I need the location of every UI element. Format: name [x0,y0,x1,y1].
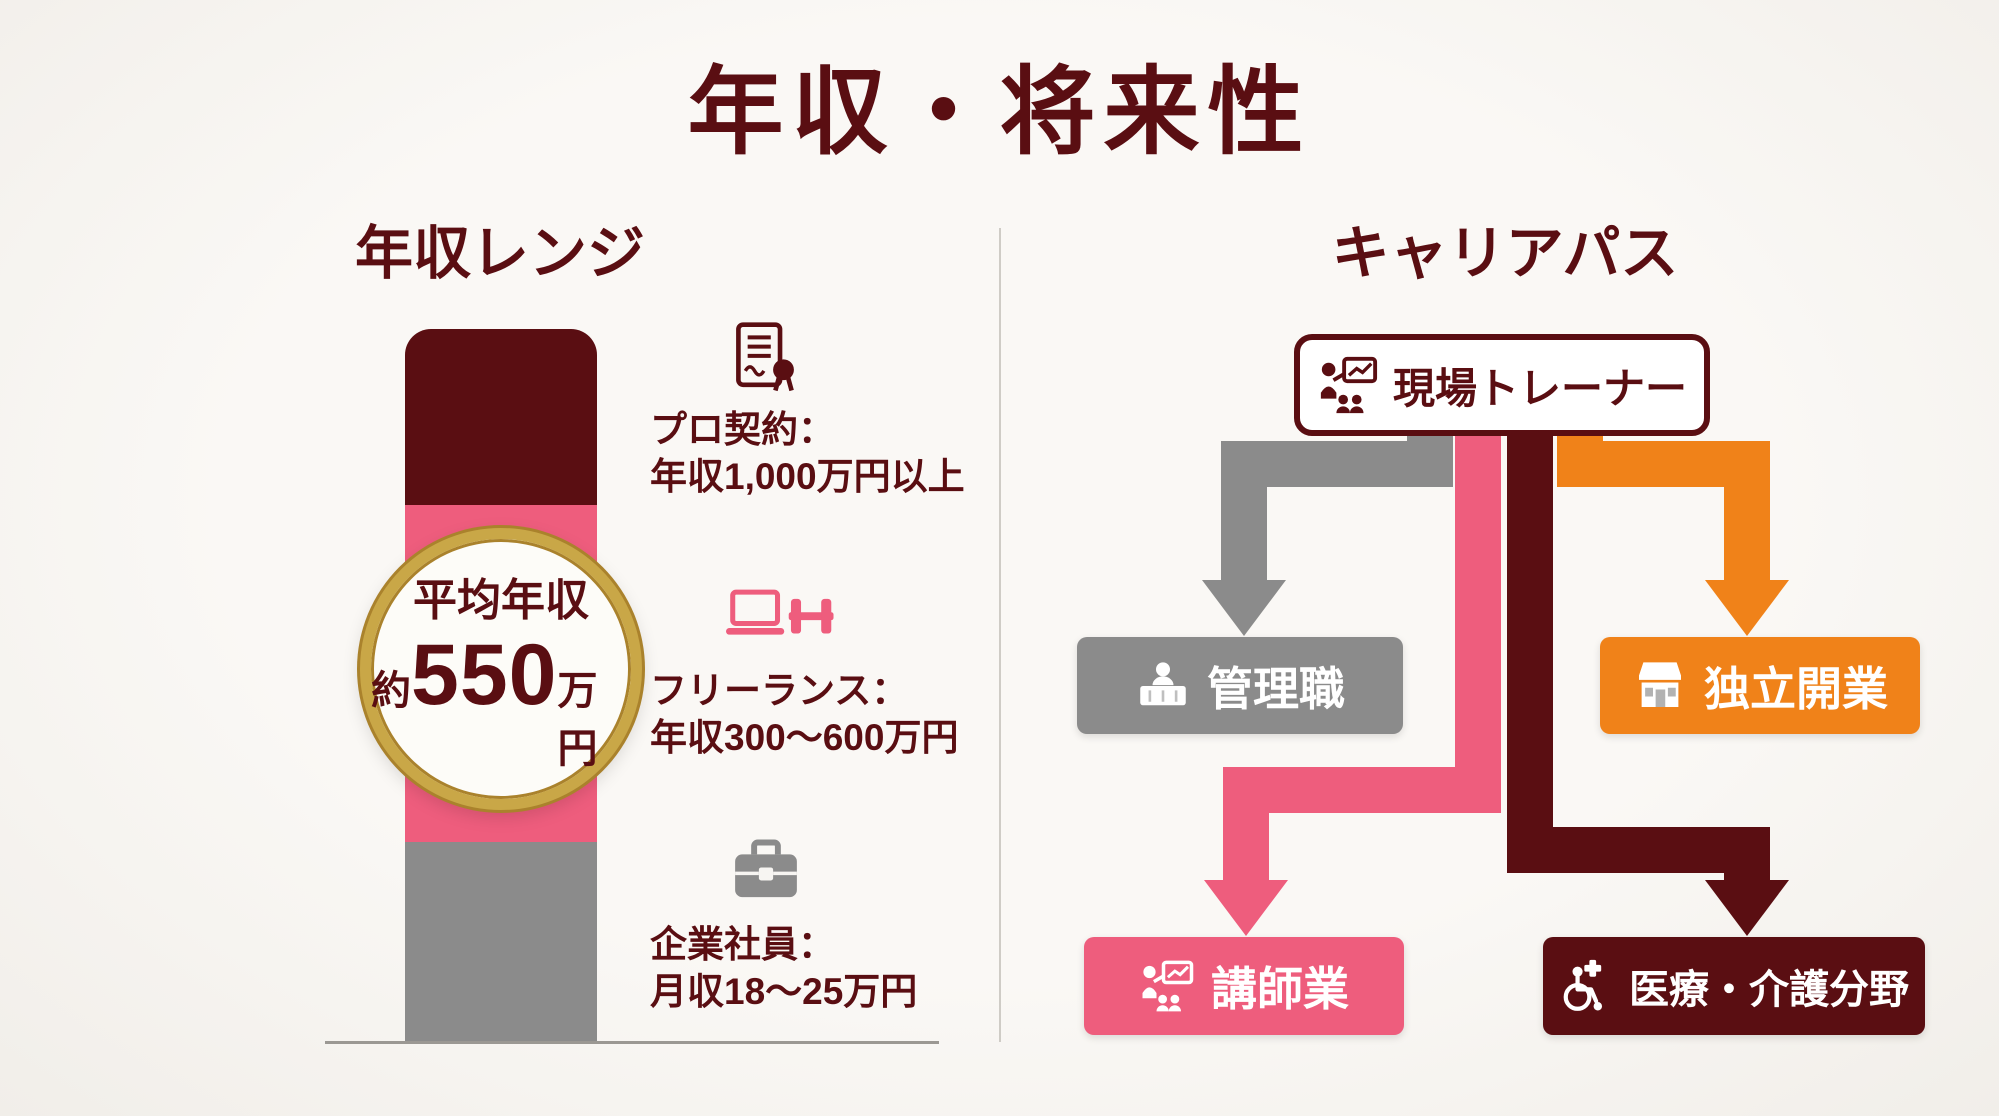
career-node-management: 管理職 [1077,637,1403,734]
tier-label: 企業社員： [650,924,835,965]
career-node-independent: 独立開業 [1600,637,1920,734]
salary-tier-freelance: フリーランス： 年収300〜600万円 [650,583,1090,762]
arrowhead-to-independent [1705,580,1789,636]
career-node-lecturer: 講師業 [1084,937,1404,1035]
tier-label: プロ契約： [650,409,835,450]
arrowhead-to-lecturer [1204,880,1288,936]
arrowhead-to-management [1202,580,1286,636]
average-salary-approx: 約 [371,669,411,713]
medical-wheelchair-icon [1559,959,1613,1013]
manager-desk-icon [1135,658,1191,714]
page-title: 年収・将来性 [687,59,1312,166]
average-salary-value-line: 約 550 万円 [371,632,631,774]
arrow-to-independent [1557,428,1770,584]
career-root-node: 現場トレーナー [1294,334,1710,436]
salary-section-title: 年収レンジ [354,221,645,286]
average-salary-badge: 平均年収 約 550 万円 [360,528,642,810]
bar-segment-employee [405,842,597,1043]
tier-label: フリーランス： [650,670,909,711]
career-node-label: 医療・介護分野 [1629,968,1909,1012]
briefcase-icon [726,833,806,909]
career-node-label: 管理職 [1207,662,1345,715]
bar-segment-pro-contract [405,329,597,505]
storefront-icon [1632,658,1688,714]
trainer-presentation-icon [1317,354,1379,416]
lecturer-icon [1139,958,1195,1014]
section-divider [999,228,1001,1042]
career-section-title: キャリアパス [1331,221,1679,286]
career-node-medical-care: 医療・介護分野 [1543,937,1925,1035]
average-salary-unit: 万円 [557,669,598,771]
career-node-label: 独立開業 [1704,662,1888,715]
average-salary-label: 平均年収 [413,576,589,625]
laptop-dumbbell-icon [726,583,838,655]
career-root-label: 現場トレーナー [1392,364,1687,412]
tier-range: 月収18〜25万円 [650,971,918,1013]
tier-range: 年収300〜600万円 [650,717,959,759]
arrow-to-management [1221,428,1453,584]
salary-tier-employee: 企業社員： 月収18〜25万円 [650,833,1090,1016]
average-salary-value: 550 [411,627,558,723]
career-node-label: 講師業 [1211,963,1349,1015]
arrowhead-to-medical [1705,880,1789,936]
bar-baseline [325,1041,939,1044]
tier-range: 年収1,000万円以上 [650,456,965,498]
certificate-icon [726,320,804,394]
salary-tier-pro-contract: プロ契約： 年収1,000万円以上 [650,320,1090,501]
